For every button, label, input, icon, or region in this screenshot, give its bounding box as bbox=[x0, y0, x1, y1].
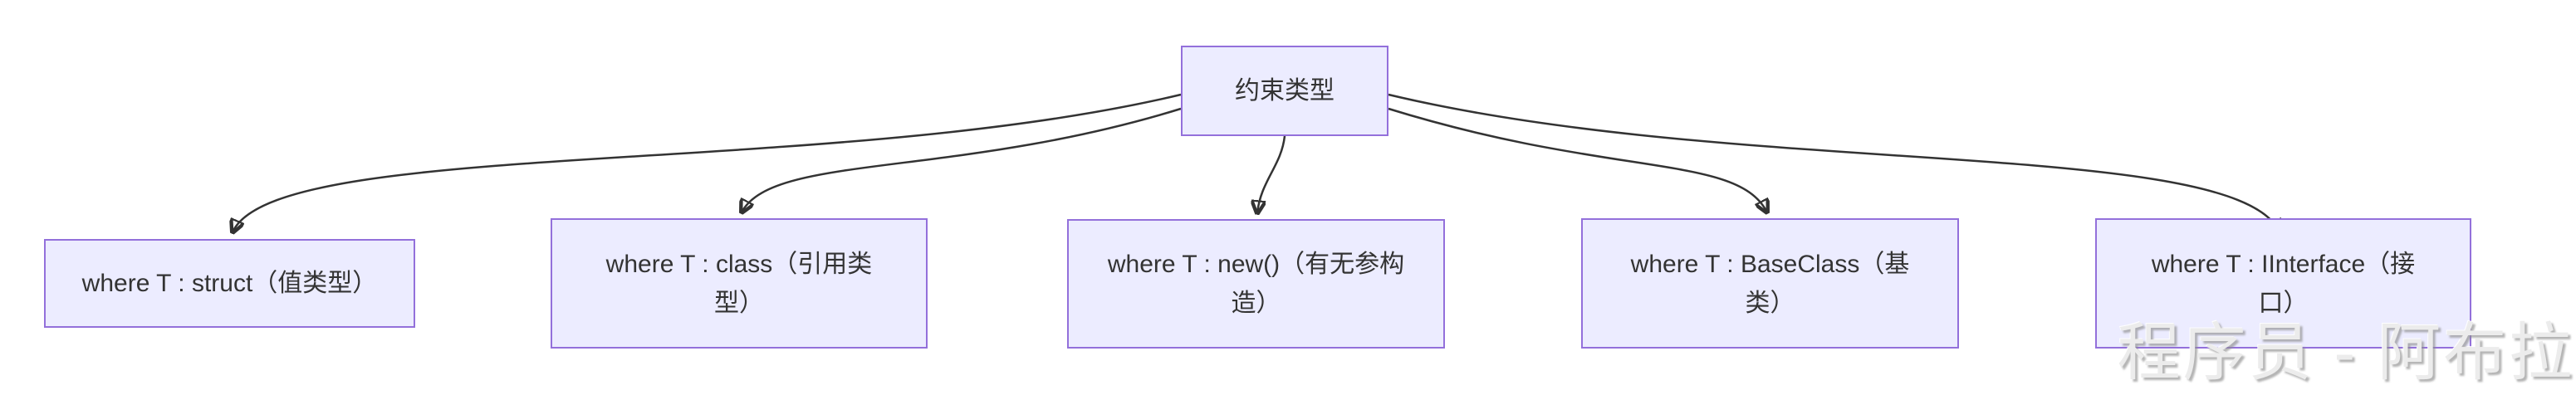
node-iinterface-label-line1: where T : IInterface（接 bbox=[2151, 250, 2416, 278]
edge-root-to-struct bbox=[233, 93, 1182, 232]
node-iinterface-label-line2: 口） bbox=[2258, 289, 2309, 317]
node-class-label-line1: where T : class（引用类 bbox=[605, 250, 873, 278]
node-root: 约束类型 bbox=[1181, 46, 1388, 136]
node-class: where T : class（引用类 型） bbox=[551, 218, 928, 349]
node-new: where T : new()（有无参构 造） bbox=[1067, 219, 1445, 349]
node-new-label-line2: 造） bbox=[1231, 290, 1281, 317]
node-baseclass-label-line1: where T : BaseClass（基 bbox=[1630, 250, 1910, 278]
node-iinterface: where T : IInterface（接 口） bbox=[2095, 218, 2471, 349]
node-root-label: 约束类型 bbox=[1235, 77, 1335, 105]
node-struct: where T : struct（值类型） bbox=[44, 239, 415, 328]
edge-root-to-baseclass bbox=[1388, 107, 1767, 212]
node-baseclass: where T : BaseClass（基 类） bbox=[1581, 218, 1959, 349]
edge-root-to-iinterface bbox=[1388, 93, 2280, 232]
node-new-label-line1: where T : new()（有无参构 bbox=[1107, 251, 1405, 278]
node-class-label-line2: 型） bbox=[714, 289, 764, 317]
node-baseclass-label-line2: 类） bbox=[1745, 289, 1795, 317]
edge-root-to-class bbox=[742, 107, 1182, 212]
node-struct-label: where T : struct（值类型） bbox=[81, 270, 378, 297]
edge-root-to-new bbox=[1257, 135, 1286, 213]
